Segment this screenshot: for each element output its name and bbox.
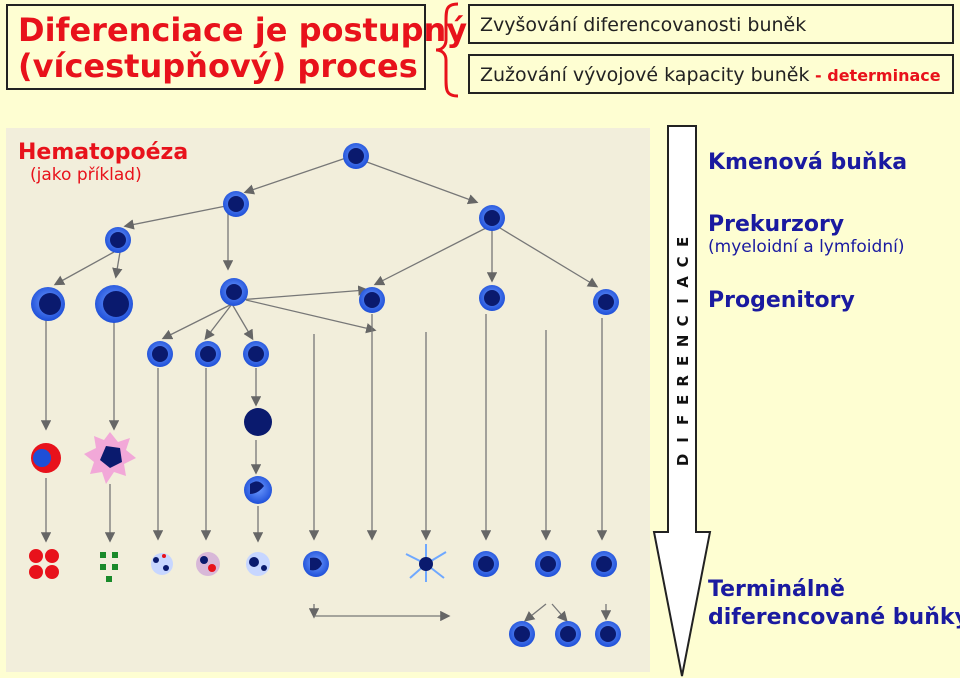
point-2-keyword: determinace [827,66,941,85]
hematopoiesis-diagram [6,128,650,672]
curly-brace-icon [435,2,459,98]
lineage-tree [29,143,621,647]
title-box: Diferenciace je postupný (vícestupňový) … [6,4,468,90]
example-label: Hematopoéza (jako příklad) [18,140,188,185]
stage-stem-title: Kmenová buňka [708,150,908,175]
point-2-text: Zužování vývojové kapacity buněk [480,64,810,86]
example-subtitle: (jako příklad) [30,165,142,185]
stage-precursors: Prekurzory (myeloidní a lymfoidní) [708,212,904,257]
stage-precursors-title: Prekurzory [708,212,845,237]
point-determination: Zužování vývojové kapacity buněk - deter… [468,54,954,94]
title-line-1: Diferenciace je postupný [18,11,468,49]
example-title: Hematopoéza [18,140,189,165]
stage-terminal-line-1: Terminálně [708,577,845,602]
lineage-arrows [40,157,612,622]
point-2-dash: - [809,66,828,85]
stage-progenitors-title: Progenitory [708,288,855,313]
stage-stem-cell: Kmenová buňka [708,150,907,175]
stage-terminal-line-2: diferencované buňky [708,605,960,630]
differentiation-arrow-icon [652,125,712,677]
point-differentiation: Zvyšování diferencovanosti buněk [468,4,954,44]
stage-progenitors: Progenitory [708,288,855,313]
cells [29,143,621,647]
stage-precursors-sub: (myeloidní a lymfoidní) [708,237,905,257]
arrow-letter: D [674,453,693,466]
stage-terminal: Terminálně diferencované buňky [708,576,960,632]
title-line-2: (vícestupňový) proces [18,47,418,85]
point-1-text: Zvyšování diferencovanosti buněk [480,14,807,36]
